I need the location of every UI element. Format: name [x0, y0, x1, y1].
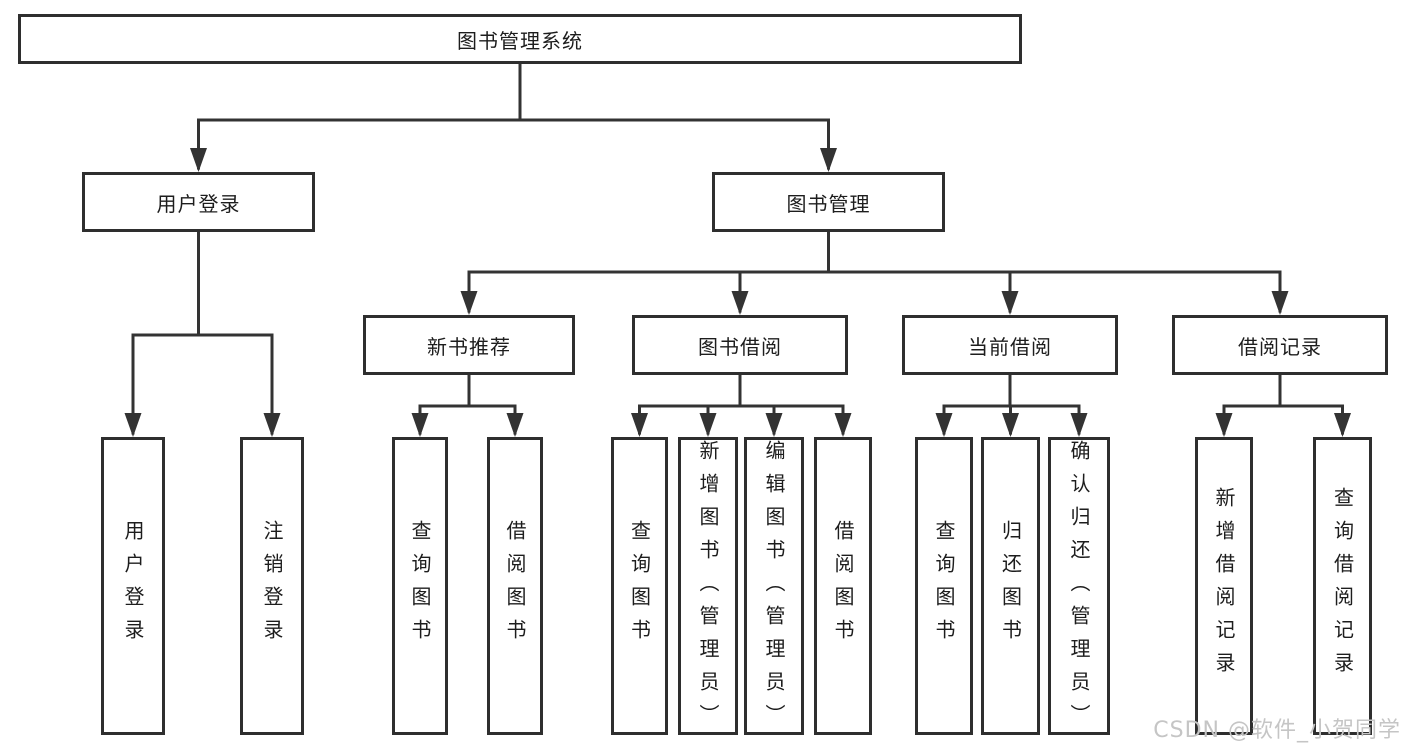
arrowhead-icon: [820, 148, 837, 172]
arrowhead-icon: [1001, 291, 1019, 315]
node-label: 查询图书: [627, 520, 652, 652]
arrowhead-icon: [124, 413, 142, 437]
node-leaf-cb-return: 归还图书: [981, 437, 1040, 735]
node-leaf-bb-edit: 编辑图书（管理员）: [744, 437, 804, 737]
node-label: 编辑图书（管理员）: [762, 440, 786, 737]
node-leaf-cb-confirm: 确认归还（管理员）: [1048, 437, 1110, 737]
arrowhead-icon: [1334, 413, 1351, 437]
arrowhead-icon: [699, 413, 717, 437]
csdn-watermark: CSDN @软件_小贺同学: [1153, 718, 1401, 743]
arrowhead-icon: [834, 413, 852, 437]
arrowhead-icon: [460, 291, 478, 315]
node-label: 查询图书: [408, 520, 432, 652]
arrowhead-icon: [765, 413, 783, 437]
arrowhead-icon: [631, 413, 648, 437]
node-label: 确认归还（管理员）: [1067, 440, 1091, 737]
node-label: 当前借阅: [968, 334, 1052, 359]
arrowhead-icon: [1215, 413, 1233, 437]
node-label: 借阅图书: [503, 520, 527, 652]
node-borrow-record: 借阅记录: [1172, 315, 1388, 375]
arrowhead-icon: [263, 413, 281, 437]
node-label: 图书借阅: [698, 334, 782, 359]
node-leaf-logout: 注销登录: [240, 437, 304, 735]
node-current-borrow: 当前借阅: [902, 315, 1118, 375]
connector-user-login: [131, 230, 274, 435]
arrowhead-icon: [411, 413, 429, 437]
node-leaf-bb-add: 新增图书（管理员）: [678, 437, 738, 737]
node-label: 查询图书: [932, 520, 956, 652]
node-leaf-bb-borrow: 借阅图书: [814, 437, 872, 735]
connector-book-mgmt: [467, 230, 1282, 313]
arrowhead-icon: [190, 148, 207, 172]
node-book-mgmt: 图书管理: [712, 172, 945, 232]
connector-book-borrow: [638, 373, 845, 435]
connector-root: [197, 62, 830, 170]
arrowhead-icon: [1070, 413, 1088, 437]
connector-borrow-record: [1222, 373, 1344, 435]
node-book-borrow: 图书借阅: [632, 315, 848, 375]
node-label: 用户登录: [121, 520, 145, 652]
arrowhead-icon: [935, 413, 953, 437]
node-label: 借阅图书: [831, 520, 855, 652]
node-leaf-bb-query: 查询图书: [611, 437, 668, 735]
node-root: 图书管理系统: [18, 14, 1022, 64]
node-leaf-user-login: 用户登录: [101, 437, 165, 735]
node-label: 新书推荐: [427, 334, 511, 359]
node-label: 新增借阅记录: [1212, 487, 1236, 685]
node-label: 查询借阅记录: [1330, 487, 1355, 685]
node-leaf-rec-borrow: 借阅图书: [487, 437, 543, 735]
node-label: 图书管理系统: [457, 28, 583, 53]
node-leaf-cb-query: 查询图书: [915, 437, 973, 735]
node-label: 用户登录: [156, 191, 241, 216]
node-leaf-br-add: 新增借阅记录: [1195, 437, 1253, 735]
node-leaf-br-query: 查询借阅记录: [1313, 437, 1372, 735]
node-user-login: 用户登录: [82, 172, 315, 232]
connector-current-borrow: [942, 373, 1081, 435]
arrowhead-icon: [1002, 413, 1019, 437]
node-label: 归还图书: [998, 520, 1023, 652]
arrowhead-icon: [506, 413, 524, 437]
node-label: 注销登录: [260, 520, 284, 652]
arrowhead-icon: [1271, 291, 1289, 315]
node-label: 图书管理: [786, 191, 871, 216]
node-label: 新增图书（管理员）: [696, 440, 720, 737]
arrowhead-icon: [731, 291, 749, 315]
node-label: 借阅记录: [1238, 334, 1322, 359]
node-leaf-rec-query: 查询图书: [392, 437, 448, 735]
node-new-book-rec: 新书推荐: [363, 315, 575, 375]
connector-new-book-rec: [418, 373, 517, 435]
